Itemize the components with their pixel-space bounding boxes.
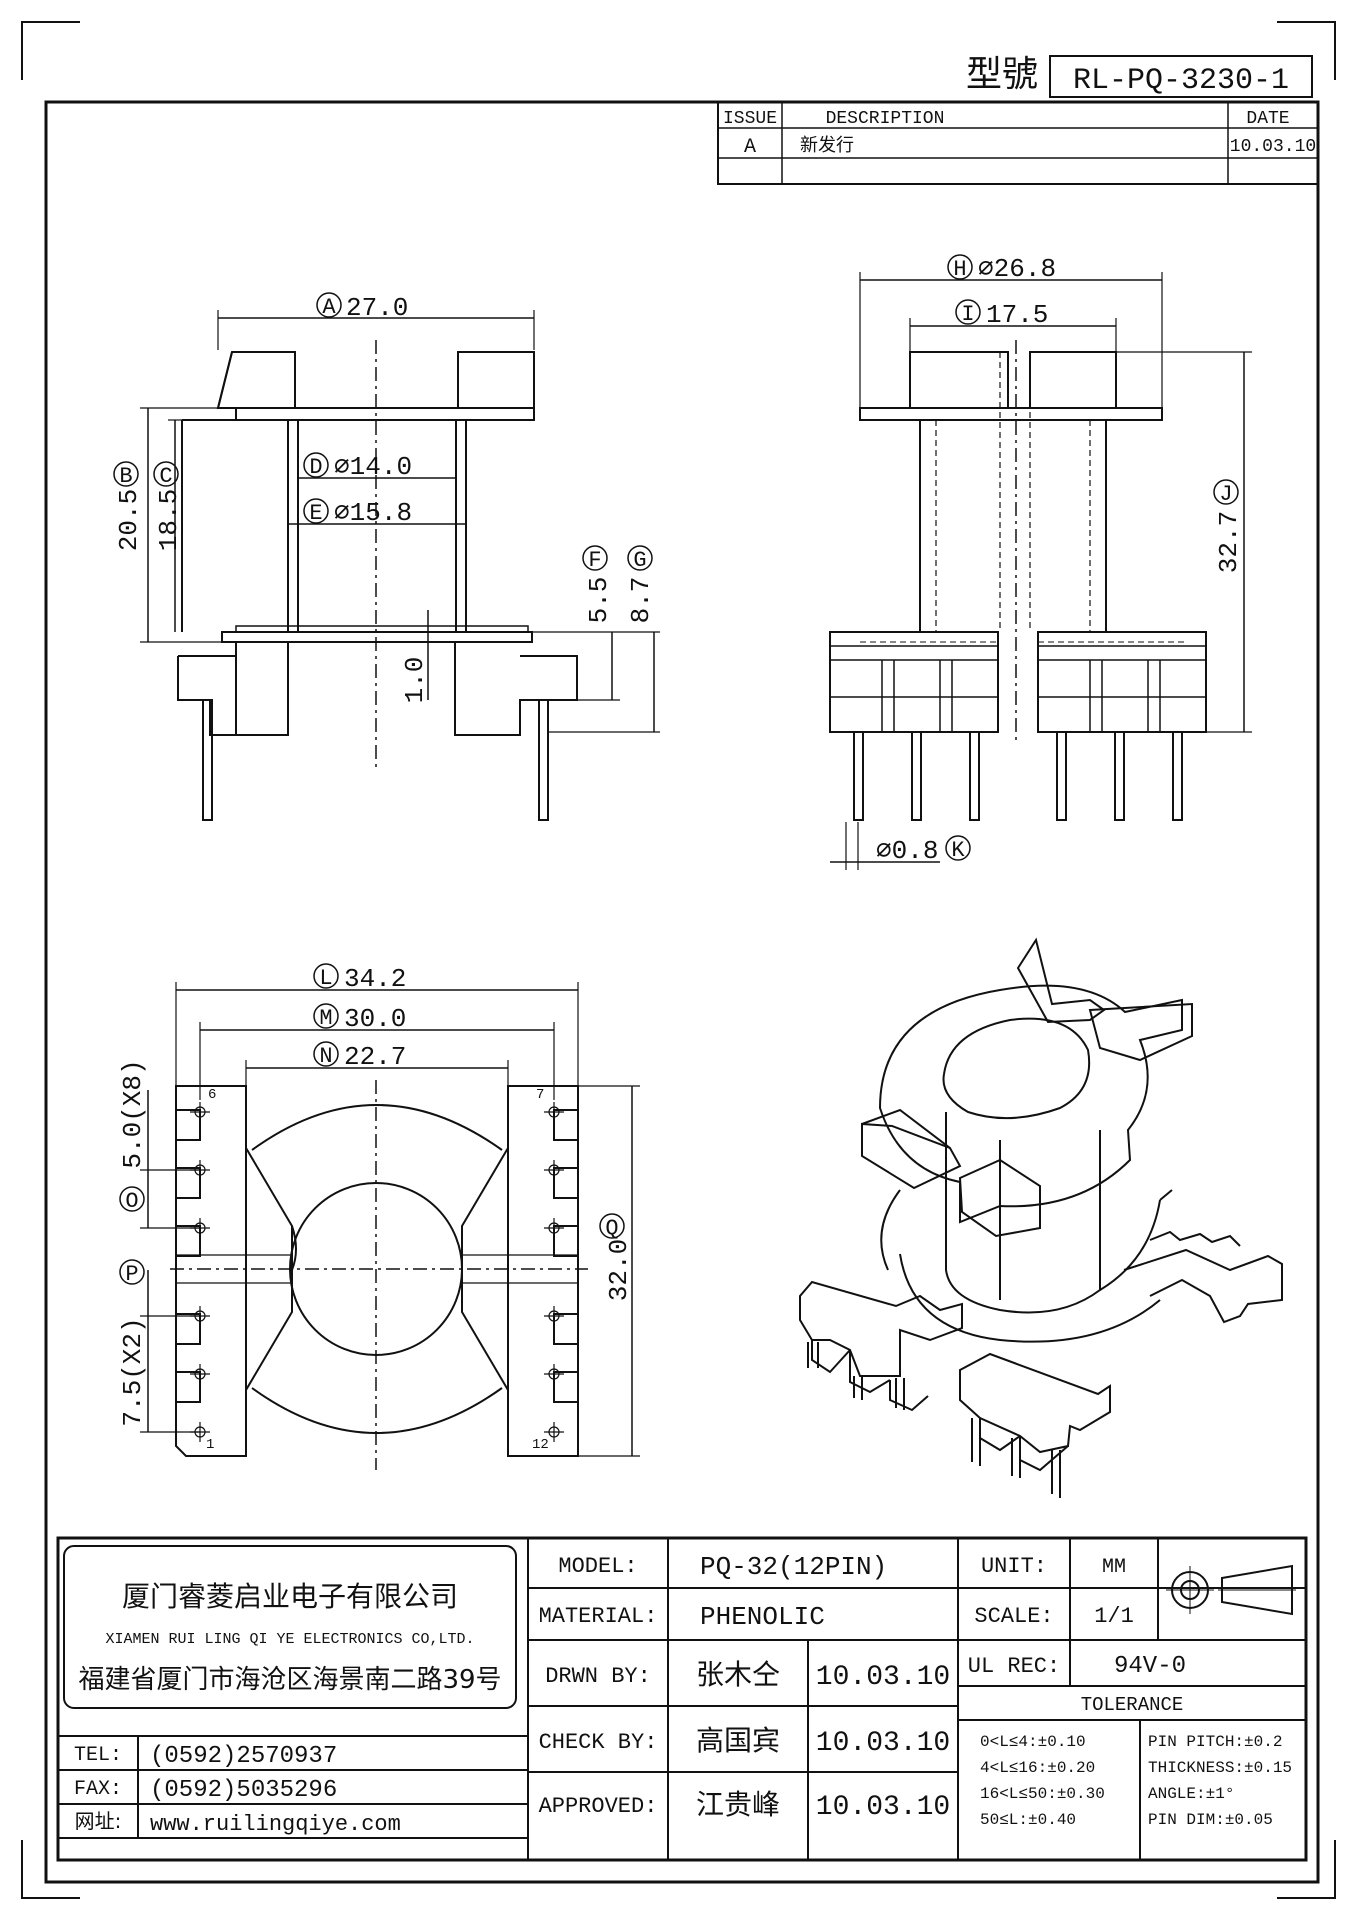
bottom-view: 6 7 1 12 L 34.2 M 30.0 N 22.7 O P (118, 963, 640, 1470)
tol-left-3: 16<L≤50:±0.30 (980, 1785, 1105, 1803)
tol-right-4: PIN DIM:±0.05 (1148, 1811, 1273, 1829)
tol-right-3: ANGLE:±1° (1148, 1785, 1234, 1803)
pin-7-label: 7 (536, 1087, 544, 1103)
dim-value-O: 5.0(X8) (118, 1059, 148, 1168)
unit-value: MM (1102, 1556, 1126, 1579)
dim-value-L: 34.2 (344, 964, 406, 994)
dim-value-Q: 32.0 (604, 1239, 634, 1301)
pin-6-label: 6 (208, 1087, 216, 1103)
dim-value-base: 1.0 (400, 657, 430, 704)
dim-value-J: 32.7 (1214, 511, 1244, 573)
dim-value-M: 30.0 (344, 1004, 406, 1034)
ul-label: UL REC: (968, 1654, 1060, 1679)
dim-letter-B: B (119, 464, 132, 489)
dim-letter-P: P (125, 1262, 138, 1287)
isometric-view (799, 937, 1283, 1498)
drawn-by-name: 张木仝 (696, 1658, 780, 1691)
dim-value-B: 20.5 (114, 489, 144, 551)
rev-col-issue: ISSUE (723, 109, 777, 129)
model-number-box (1049, 55, 1313, 98)
front-view: A 27.0 B C 20.5 18.5 D ⌀14.0 E ⌀15.8 F G… (113, 292, 660, 821)
drawn-by-label: DRWN BY: (545, 1664, 651, 1689)
tel-label: TEL: (74, 1744, 122, 1767)
pin-12-label: 12 (532, 1437, 549, 1453)
dim-letter-C: C (159, 464, 172, 489)
web-value: www.ruilingqiye.com (150, 1812, 401, 1837)
pin-1-label: 1 (206, 1437, 214, 1453)
approved-by-date: 10.03.10 (816, 1792, 950, 1823)
dim-value-F: 5.5 (584, 577, 614, 624)
tol-right-1: PIN PITCH:±0.2 (1148, 1733, 1282, 1751)
dim-letter-A: A (322, 295, 336, 320)
dim-letter-I: I (961, 302, 974, 327)
scale-value: 1/1 (1094, 1604, 1134, 1629)
company-address: 福建省厦门市海沧区海景南二路39号 (78, 1665, 501, 1695)
revision-table: ISSUE DESCRIPTION DATE A 新发行 10.03.10 (717, 101, 1319, 185)
fax-label: FAX: (74, 1778, 122, 1801)
dim-value-I: 17.5 (986, 300, 1048, 330)
rev-row-date: 10.03.10 (1230, 137, 1316, 157)
dim-letter-H: H (953, 257, 966, 282)
web-label: 网址: (75, 1809, 122, 1833)
corner-marks (21, 21, 1336, 1899)
dim-value-N: 22.7 (344, 1042, 406, 1072)
tol-left-2: 4<L≤16:±0.20 (980, 1759, 1095, 1777)
company-name-en: XIAMEN RUI LING QI YE ELECTRONICS CO,LTD… (105, 1631, 474, 1648)
check-by-name: 高国宾 (696, 1724, 780, 1757)
rev-row-description: 新发行 (800, 135, 854, 156)
dim-value-P: 7.5(X2) (118, 1317, 148, 1426)
rev-col-date: DATE (1246, 109, 1289, 129)
dim-letter-L: L (319, 966, 332, 991)
dim-value-C: 18.5 (154, 489, 184, 551)
dim-letter-Q: Q (605, 1216, 618, 1241)
model-number: RL-PQ-3230-1 (1073, 64, 1289, 98)
check-by-label: CHECK BY: (539, 1730, 658, 1755)
dim-letter-J: J (1219, 482, 1232, 507)
dim-letter-F: F (588, 548, 601, 573)
side-view: H ⌀26.8 I 17.5 J 32.7 ⌀0.8 K (829, 254, 1252, 870)
dim-value-E: ⌀15.8 (334, 498, 412, 528)
tolerance-label: TOLERANCE (1081, 1694, 1184, 1716)
tol-left-1: 0<L≤4:±0.10 (980, 1733, 1086, 1751)
dim-value-G: 8.7 (626, 577, 656, 624)
dim-letter-M: M (319, 1006, 332, 1031)
scale-label: SCALE: (974, 1604, 1053, 1629)
dim-value-K: ⌀0.8 (876, 836, 938, 866)
rev-row-issue: A (744, 136, 756, 159)
dim-letter-K: K (951, 838, 965, 863)
dim-value-D: ⌀14.0 (334, 452, 412, 482)
fax-value: (0592)5035296 (150, 1777, 337, 1804)
drawn-by-date: 10.03.10 (816, 1662, 950, 1693)
material-field-label: MATERIAL: (539, 1604, 658, 1629)
rev-col-description: DESCRIPTION (826, 109, 945, 129)
tel-value: (0592)2570937 (150, 1743, 337, 1770)
tol-left-4: 50≤L:±0.40 (980, 1811, 1076, 1829)
model-field-label: MODEL: (558, 1554, 637, 1579)
title-block: 厦门睿菱启业电子有限公司 XIAMEN RUI LING QI YE ELECT… (56, 1536, 1308, 1862)
check-by-date: 10.03.10 (816, 1728, 950, 1759)
main-border (44, 100, 1320, 1884)
dim-letter-E: E (309, 501, 322, 526)
approved-by-label: APPROVED: (539, 1794, 658, 1819)
dim-letter-O: O (125, 1189, 138, 1214)
company-name-cn: 厦门睿菱启业电子有限公司 (122, 1580, 458, 1613)
projection-symbol-icon (1166, 1564, 1296, 1616)
tol-right-2: THICKNESS:±0.15 (1148, 1759, 1292, 1777)
model-label: 型號 (966, 54, 1038, 94)
dim-letter-N: N (319, 1044, 332, 1069)
model-field-value: PQ-32(12PIN) (700, 1552, 887, 1582)
dim-value-A: 27.0 (346, 293, 408, 323)
unit-label: UNIT: (981, 1554, 1047, 1579)
approved-by-name: 江贵峰 (696, 1788, 780, 1821)
dim-letter-G: G (633, 548, 646, 573)
material-field-value: PHENOLIC (700, 1602, 825, 1632)
ul-value: 94V-0 (1114, 1653, 1186, 1680)
dim-letter-D: D (309, 455, 322, 480)
dim-value-H: ⌀26.8 (978, 254, 1056, 284)
